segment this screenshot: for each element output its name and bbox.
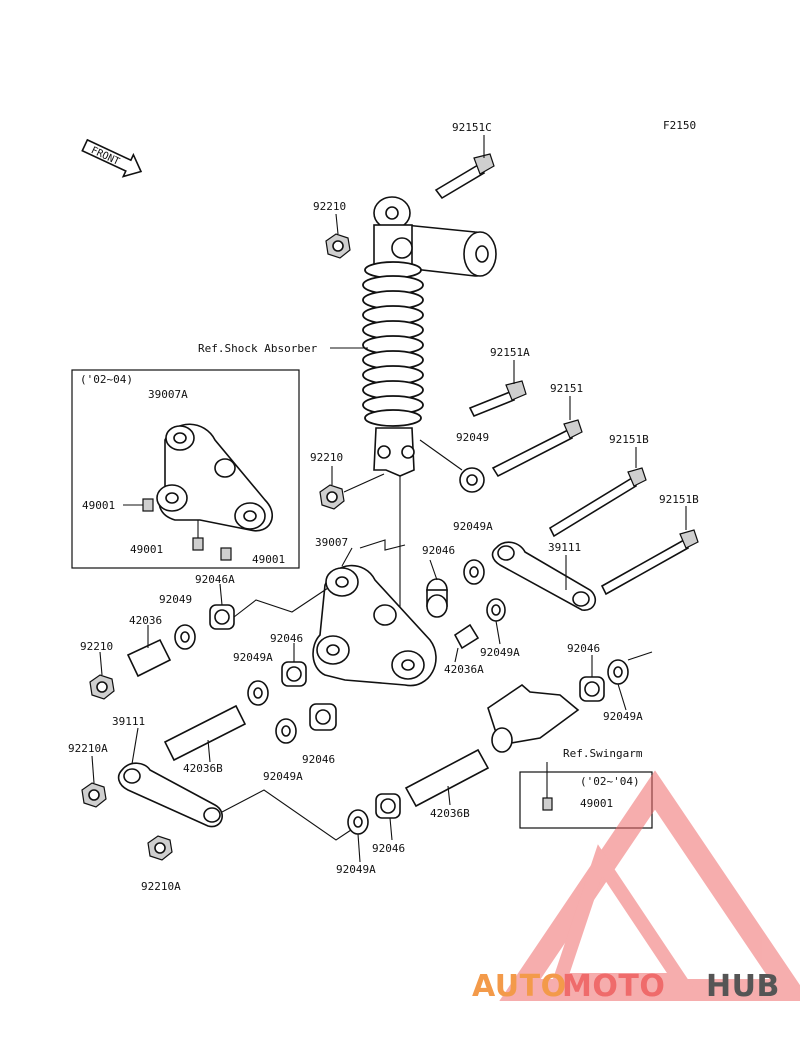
link-39111-bottom xyxy=(117,727,355,841)
shock-absorber xyxy=(362,196,497,640)
part-label: 92151C xyxy=(452,121,492,134)
part-label: 42036A xyxy=(444,663,484,676)
washer-92049a-a xyxy=(463,559,485,585)
bolt-92151a xyxy=(468,360,527,418)
part-labels: 92151C 92210 92151A 92151 92049 92210 92… xyxy=(68,121,699,893)
part-label: 92046A xyxy=(195,573,235,586)
watermark-word-hub: HUB xyxy=(706,969,780,1004)
bolt-92151b-1 xyxy=(548,447,647,538)
washer-92049a-b xyxy=(486,598,506,645)
sleeve-42036a xyxy=(453,623,480,663)
washer-92049a-f xyxy=(347,809,369,863)
swingarm-inset-bolt xyxy=(542,762,553,811)
inset-rocker-arm xyxy=(156,423,274,532)
part-label: 42036B xyxy=(430,807,470,820)
part-label: 92151B xyxy=(659,493,699,506)
part-label: 49001 xyxy=(82,499,115,512)
inset-bolt-2 xyxy=(192,520,204,551)
nut-92210-mid xyxy=(319,466,385,510)
part-label: 39007 xyxy=(315,536,348,549)
sleeve-42036 xyxy=(126,625,172,678)
rocker-arm-39007 xyxy=(312,539,437,687)
watermark-logo: AUTO MOTO HUB xyxy=(472,770,800,1004)
bushing-92046-c xyxy=(309,703,337,731)
part-label: 92049 xyxy=(456,431,489,444)
part-label: 49001 xyxy=(252,553,285,566)
nut-92210a-left xyxy=(81,755,107,808)
part-label: 92210A xyxy=(68,742,108,755)
sleeve-42036b-left xyxy=(163,704,247,763)
washer-92049a-c xyxy=(247,680,269,706)
part-label: 92151B xyxy=(609,433,649,446)
part-label: 92046 xyxy=(422,544,455,557)
bushing-92046-b xyxy=(281,643,307,687)
part-label: 92049A xyxy=(336,863,376,876)
part-label: 39111 xyxy=(548,541,581,554)
nut-92210-top xyxy=(325,213,351,259)
washer-92049-left xyxy=(174,624,196,650)
part-label: 92046 xyxy=(302,753,335,766)
part-label: 92049A xyxy=(453,520,493,533)
watermark-triangle-icon xyxy=(499,770,800,1001)
part-label: 42036B xyxy=(183,762,223,775)
link-39111-top xyxy=(491,541,597,611)
part-label: 92046 xyxy=(372,842,405,855)
nut-92210a-bottom xyxy=(147,835,173,861)
ref-shock-absorber: Ref.Shock Absorber xyxy=(198,342,318,355)
inset-bolt-1 xyxy=(123,498,154,512)
watermark-word-auto: AUTO xyxy=(472,969,567,1004)
part-label: 92151A xyxy=(490,346,530,359)
part-label: 42036 xyxy=(129,614,162,627)
part-label: 92210 xyxy=(80,640,113,653)
part-label: 92210 xyxy=(310,451,343,464)
part-label: 92049 xyxy=(159,593,192,606)
bolt-92151c xyxy=(434,135,495,200)
swingarm-inset-part: 49001 xyxy=(580,797,613,810)
washer-92049a-e xyxy=(607,651,653,711)
nut-92210-left xyxy=(89,651,115,700)
part-label: 92046 xyxy=(270,632,303,645)
watermark-word-moto: MOTO xyxy=(562,969,665,1004)
part-label: 92046 xyxy=(567,642,600,655)
ref-swingarm: Ref.Swingarm xyxy=(563,747,643,760)
part-label: 92049A xyxy=(263,770,303,783)
part-label: 92210A xyxy=(141,880,181,893)
bushing-92046-e xyxy=(375,793,401,841)
inset-box xyxy=(71,369,300,569)
part-label: 92151 xyxy=(550,382,583,395)
part-label: 92049A xyxy=(233,651,273,664)
swingarm-piece xyxy=(487,683,580,753)
part-label: 92210 xyxy=(313,200,346,213)
bolt-92151 xyxy=(491,396,583,478)
washer-92049a-d xyxy=(275,718,297,744)
part-label: 92049A xyxy=(603,710,643,723)
shock-spring xyxy=(362,261,424,427)
bushing-92046-d xyxy=(579,655,605,702)
front-arrow-icon: FRONT xyxy=(81,138,143,178)
part-label: 92049A xyxy=(480,646,520,659)
part-label: 49001 xyxy=(130,543,163,556)
part-label: 39111 xyxy=(112,715,145,728)
bushing-92046-a xyxy=(426,559,448,618)
figure-code: F2150 xyxy=(663,119,696,132)
bolt-92151b-2 xyxy=(600,506,699,596)
sleeve-42036b-right xyxy=(404,748,490,808)
inset-bolt-3 xyxy=(220,547,232,561)
bushing-92046a xyxy=(209,583,329,630)
washer-92049-top xyxy=(419,439,485,493)
inset-part-label: 39007A xyxy=(148,388,188,401)
swingarm-inset-note: ('02~'04) xyxy=(580,775,640,788)
inset-note: ('02~04) xyxy=(80,373,133,386)
